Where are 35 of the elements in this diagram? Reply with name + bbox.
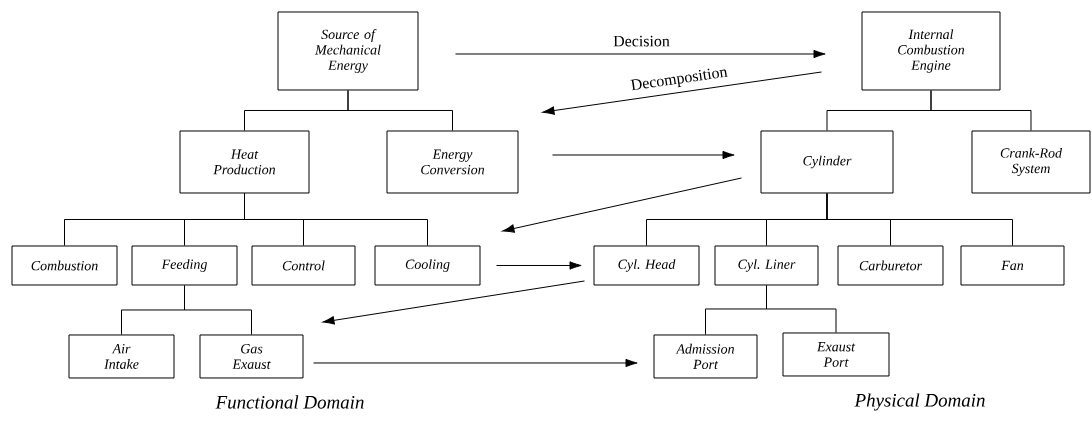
box: Crank-Rod System <box>971 130 1091 194</box>
arrow <box>542 71 822 115</box>
box: Cylinder <box>760 130 894 194</box>
box: Cyl. Liner <box>714 245 819 286</box>
tree-line <box>184 285 252 335</box>
arrow <box>496 261 582 270</box>
tree-line <box>244 193 428 246</box>
arrow <box>322 280 585 325</box>
box: Heat Production <box>179 130 310 194</box>
domain-label: Physical Domain <box>854 393 985 411</box>
edge-label: Decision <box>613 35 670 47</box>
box: Admission Port <box>653 334 758 379</box>
box: Gas Exaust <box>199 334 304 379</box>
box: Combustion <box>11 245 118 286</box>
box: Exaust Port <box>782 332 890 377</box>
box: Internal Combustion Engine <box>861 11 1001 91</box>
box: Feeding <box>131 245 238 286</box>
edge-label: Decomposition <box>630 68 728 91</box>
tree-line <box>826 193 1013 246</box>
box: Carburetor <box>837 245 944 286</box>
box: Cooling <box>374 245 481 286</box>
box: Control <box>251 245 356 286</box>
tree-line <box>766 285 837 333</box>
box: Cyl. Head <box>593 245 700 286</box>
arrow <box>502 177 742 233</box>
box: Air Intake <box>68 334 175 379</box>
box: Source of Mechanical Energy <box>277 11 419 91</box>
arrow <box>455 49 826 59</box>
tree-line <box>347 90 453 131</box>
domain-label: Functional Domain <box>215 395 364 409</box>
arrow <box>313 358 638 368</box>
box: Fan <box>960 245 1065 286</box>
tree-line <box>930 90 1032 131</box>
box: Energy Conversion <box>386 130 519 194</box>
arrow <box>552 150 735 160</box>
